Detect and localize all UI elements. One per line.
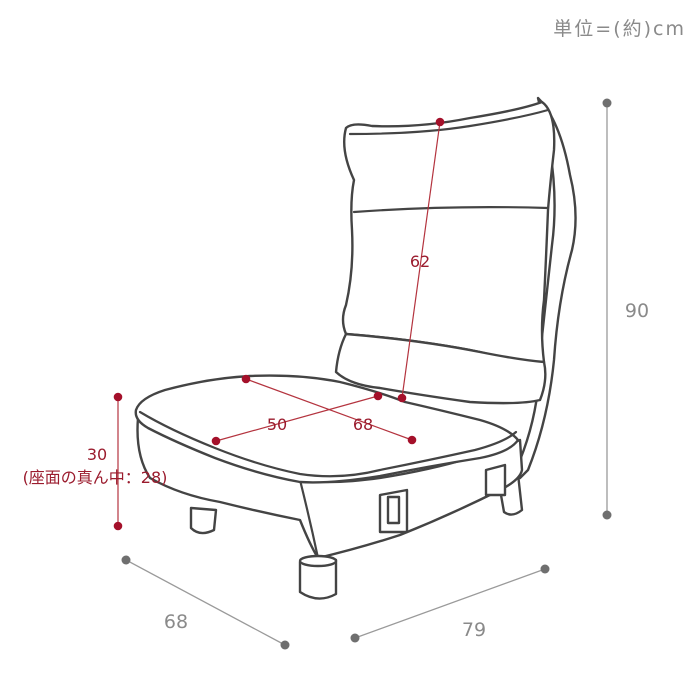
chair-leg-front-left-top	[298, 554, 338, 568]
red-dimensions: 62 50 68 30 (座面の真ん中：28)	[23, 117, 445, 531]
seat-height-dot-top	[113, 392, 123, 402]
backrest-side	[518, 96, 577, 480]
total-height-dot-top	[602, 98, 612, 108]
backrest-tuft-line-1	[352, 206, 550, 214]
overall-width-dot-right	[540, 564, 550, 574]
overall-width-line	[354, 568, 546, 639]
seat-width-dot-right	[373, 391, 383, 401]
seat-cushion	[134, 374, 520, 484]
seat-width-line	[215, 395, 379, 442]
backrest-front	[341, 100, 556, 364]
backrest-height-dot-top	[435, 117, 445, 127]
seat-depth-label: 68	[353, 415, 373, 434]
chair-leg-back-left	[189, 506, 218, 535]
overall-width-label: 79	[462, 619, 486, 641]
overall-depth-label: 68	[164, 611, 188, 633]
overall-depth-dot-right	[280, 640, 290, 650]
backrest-height-dot-bottom	[397, 393, 407, 403]
seat-height-dot-bottom	[113, 521, 123, 531]
seat-width-dot-left	[211, 436, 221, 446]
strap-side	[484, 463, 507, 497]
backrest-top-seam	[348, 108, 550, 136]
backrest-height-label: 62	[410, 252, 430, 271]
chair-illustration	[134, 96, 577, 600]
seat-height-note: (座面の真ん中：28)	[23, 468, 168, 487]
gray-dimensions: 90 68 79	[121, 98, 649, 650]
total-height-dot-bottom	[602, 510, 612, 520]
overall-depth-dot-left	[121, 555, 131, 565]
unit-label: 単位=(約)cm	[553, 18, 686, 40]
seat-depth-dot-front	[407, 435, 417, 445]
backrest-lower-cushion	[334, 332, 547, 405]
seat-width-label: 50	[267, 415, 287, 434]
total-height-label: 90	[625, 300, 649, 322]
strap-front-loop	[386, 495, 401, 525]
backrest-height-line	[401, 121, 441, 399]
seat-depth-line	[245, 378, 413, 441]
overall-depth-line	[125, 559, 286, 646]
seat-base-corner-seam	[298, 478, 320, 560]
seat-depth-dot-back	[241, 374, 251, 384]
seat-height-label: 30	[87, 445, 107, 464]
seat-piping	[138, 410, 518, 478]
overall-width-dot-left	[350, 633, 360, 643]
